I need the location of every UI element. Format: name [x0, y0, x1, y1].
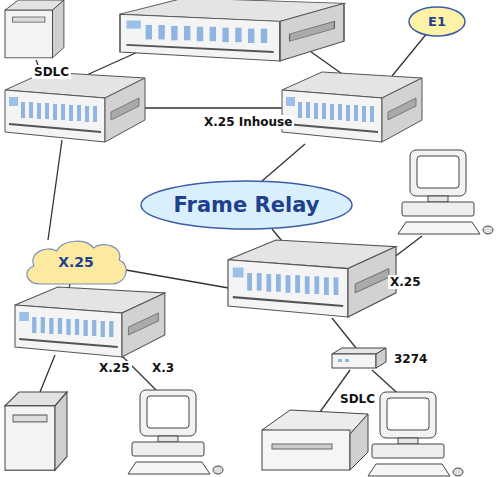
- switch-top-left: [5, 72, 145, 142]
- terminal-top-right: [398, 150, 493, 234]
- network-ellipse: Frame Relay: [140, 180, 353, 230]
- link-label: X.25: [388, 275, 423, 289]
- link-label: X.3: [150, 361, 176, 375]
- node-label: 3274: [394, 352, 427, 366]
- link-label: X.25: [97, 361, 132, 375]
- mainframe-top: [5, 0, 64, 58]
- node-label: Frame Relay: [174, 193, 320, 217]
- node-label: E1: [428, 14, 446, 29]
- terminal-bottom-right: [368, 392, 463, 476]
- switch-bottom-left: [15, 287, 165, 357]
- mainframe-bottom: [5, 392, 67, 470]
- network-ellipse: E1: [408, 6, 466, 37]
- link-label: X.25 Inhouse: [202, 115, 294, 129]
- switch-top-center: [120, 0, 344, 61]
- switch-bottom-right: [228, 240, 396, 317]
- device-icon: [330, 346, 388, 372]
- printer: [262, 410, 368, 470]
- controller-device: 3274: [330, 346, 427, 372]
- network-cloud: X.25: [22, 237, 130, 287]
- node-label: X.25: [58, 254, 94, 270]
- switch-top-right: [282, 72, 422, 142]
- link-label: SDLC: [32, 65, 71, 79]
- terminal-bottom-left: [128, 390, 223, 474]
- link-label: SDLC: [338, 392, 377, 406]
